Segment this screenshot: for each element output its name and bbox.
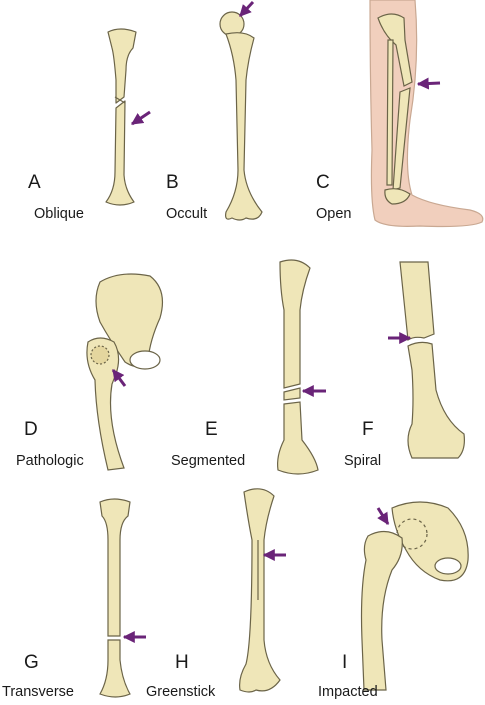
bone-spiral — [399, 261, 465, 459]
bone-pathologic — [86, 273, 163, 471]
leg-open — [369, 0, 484, 228]
panel-letter-f: F — [362, 419, 374, 440]
bone-greenstick — [239, 488, 281, 693]
bone-oblique — [105, 28, 137, 206]
panel-letter-i: I — [342, 652, 348, 673]
panel-caption-h: Greenstick — [146, 684, 216, 700]
panel-caption-d: Pathologic — [16, 453, 84, 469]
bone-transverse — [99, 498, 131, 698]
panel-caption-i: Impacted — [318, 684, 378, 700]
panel-letter-b: B — [166, 172, 179, 193]
bone-impacted — [360, 501, 469, 691]
panel-caption-c: Open — [316, 206, 352, 222]
arrow-icon-i — [376, 507, 390, 526]
panel-caption-g: Transverse — [2, 684, 74, 700]
arrow-icon-a — [131, 110, 151, 126]
arrow-icon-b — [238, 0, 255, 18]
panel-letter-d: D — [24, 419, 38, 440]
panel-letter-e: E — [205, 419, 218, 440]
arrow-icon-d — [111, 369, 127, 387]
panel-letter-a: A — [28, 172, 41, 193]
panel-letter-h: H — [175, 652, 189, 673]
panel-letter-c: C — [316, 172, 330, 193]
panel-caption-a: Oblique — [34, 206, 84, 222]
bone-segmented — [277, 259, 319, 475]
panel-caption-f: Spiral — [344, 453, 382, 469]
panel-caption-e: Segmented — [171, 453, 246, 469]
arrow-icon-c — [416, 77, 441, 90]
bone-occult — [219, 11, 263, 221]
panel-letter-g: G — [24, 652, 39, 673]
panel-caption-b: Occult — [166, 206, 208, 222]
